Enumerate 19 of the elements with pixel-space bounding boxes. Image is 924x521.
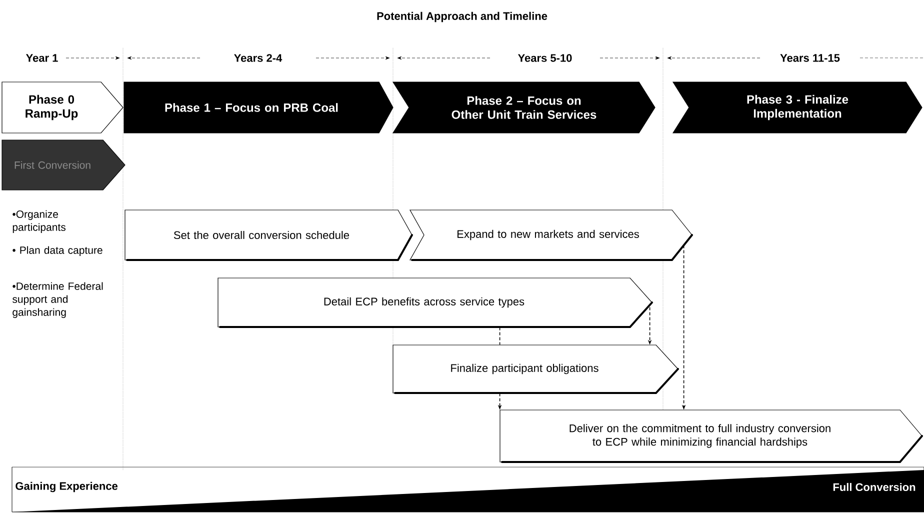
phase-banner: Phase 3 - Finalize Implementation [672,82,922,134]
task-banner: Set the overall conversion schedule [124,210,413,261]
title: Potential Approach and Timeline [377,12,548,22]
year-label: Years 11-15 [780,54,840,62]
year-label: Years 5-10 [518,54,572,62]
progress-band: Gaining Experience Full Conversion [12,466,924,512]
task-banner: Deliver on the commitment to full industry conversion to ECP while minimizing financial hardships [500,410,923,463]
phase-banner: Phase 0 Ramp-Up [2,82,124,134]
phase-banner: Phase 1 – Focus on PRB Coal [124,82,394,134]
phase-banner: Phase 2 – Focus on Other Unit Train Services [392,82,656,134]
year-label: Years 2-4 [234,54,282,62]
task-banner: Finalize participant obligations [392,344,679,394]
bullet-text: •Determine Federal support and gainsharing [12,282,103,318]
task-banner: Detail ECP benefits across service types [218,278,653,328]
milestone-banner: First Conversion [2,140,126,190]
year-label: Year 1 [26,54,58,62]
bullet-text: • Plan data capture [12,246,102,256]
bullet-text: •Organize participants [12,210,66,233]
task-banner: Expand to new markets and services [410,210,693,261]
